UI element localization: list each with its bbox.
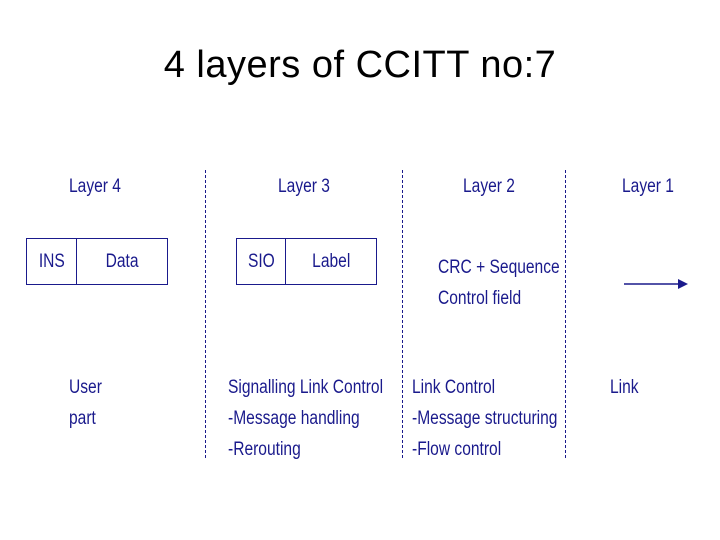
layer-4-heading: Layer 4	[69, 176, 121, 197]
layer-3-description-line-1: Signalling Link Control	[228, 377, 384, 398]
control-field-label: Control field	[438, 288, 522, 309]
ins-field: INS	[27, 239, 77, 284]
label-field-label: Label	[311, 250, 351, 272]
right-arrow-icon	[624, 279, 688, 289]
layer-2-description-line-1: Link Control	[412, 377, 496, 398]
sio-field-label: SIO	[247, 250, 275, 272]
layer-3-description-line-3: -Rerouting	[228, 439, 301, 460]
layer-separator-2-1	[565, 170, 566, 458]
crc-sequence-label: CRC + Sequence	[438, 257, 560, 278]
layer-separator-4-3	[205, 170, 206, 458]
ins-field-label: INS	[38, 250, 65, 272]
layer-3-heading: Layer 3	[278, 176, 330, 197]
data-field: Data	[77, 239, 167, 284]
layer-4-description-line-1: User	[69, 377, 102, 398]
layer-2-description: Link Control -Message structuring -Flow …	[412, 372, 557, 465]
layer-1-heading: Layer 1	[622, 176, 674, 197]
sio-field: SIO	[237, 239, 286, 284]
layer-1-description-line-1: Link	[610, 377, 639, 398]
layer-2-description-line-2: -Message structuring	[412, 408, 558, 429]
layer-2-description-line-3: -Flow control	[412, 439, 502, 460]
layer-4-description-line-2: part	[69, 408, 96, 429]
layer-2-field-text: CRC + Sequence Control field	[438, 252, 560, 314]
layer-3-description: Signalling Link Control -Message handlin…	[228, 372, 383, 465]
layer-3-message-box: SIO Label	[236, 238, 377, 285]
slide-title: 4 layers of CCITT no:7	[163, 44, 557, 86]
layer-3-description-line-2: -Message handling	[228, 408, 360, 429]
label-field: Label	[286, 239, 376, 284]
layer-2-heading: Layer 2	[463, 176, 515, 197]
data-field-label: Data	[105, 250, 139, 272]
layer-1-description: Link	[610, 372, 639, 403]
layer-4-description: User part	[69, 372, 102, 434]
layer-4-message-box: INS Data	[26, 238, 168, 285]
layer-separator-3-2	[402, 170, 403, 458]
